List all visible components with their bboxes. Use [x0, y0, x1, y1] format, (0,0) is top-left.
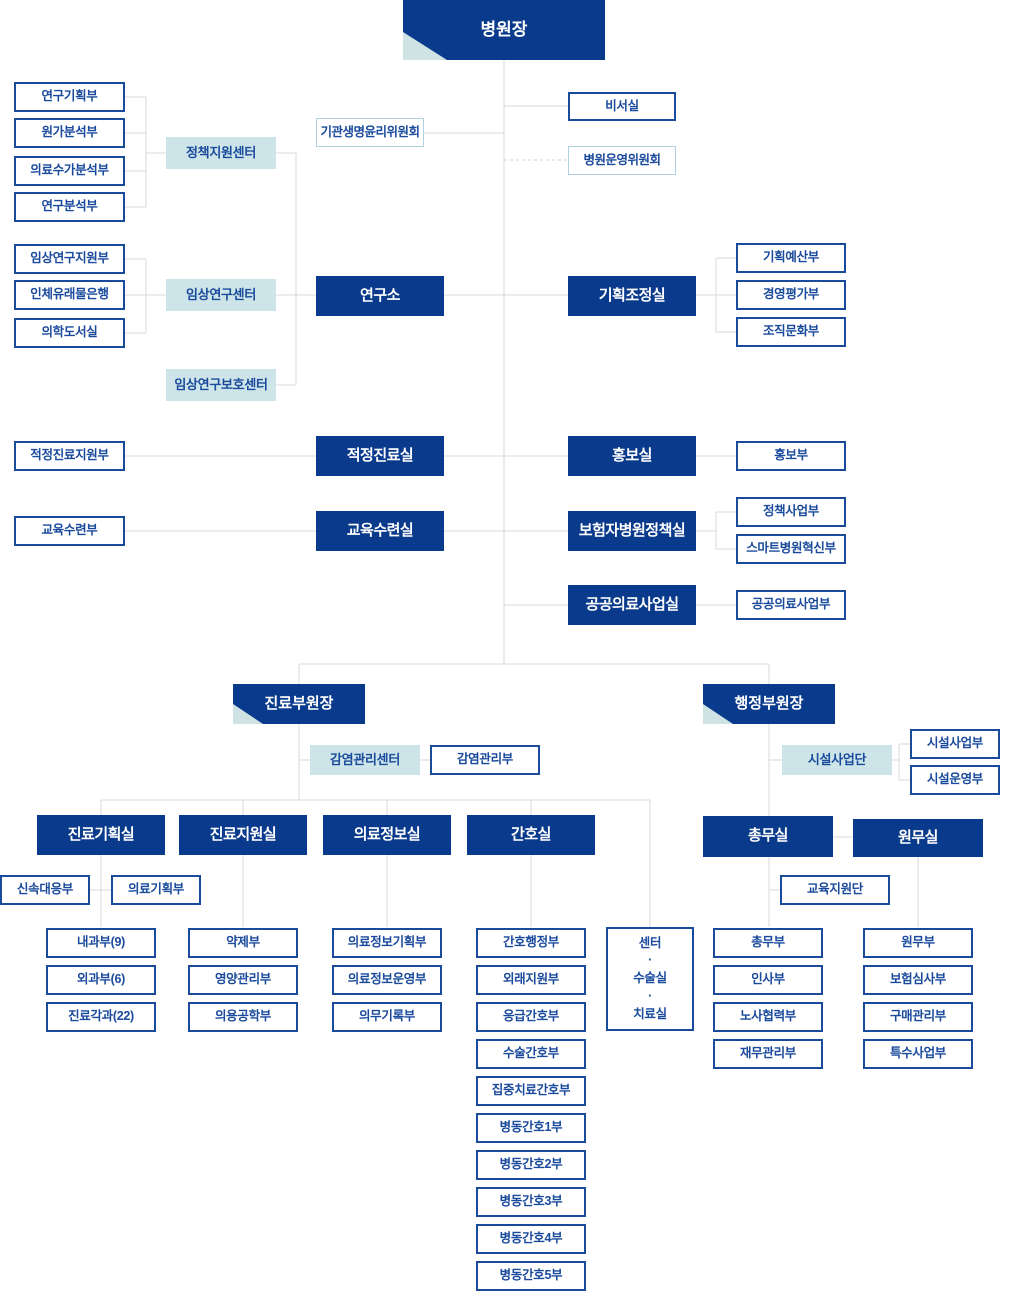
node-ward-nursing-2: 병동간호2부 — [476, 1150, 586, 1180]
node-general-affairs-office: 총무실 — [703, 816, 833, 857]
node-purchasing-mgmt: 구매관리부 — [863, 1002, 973, 1032]
node-appropriate-care-support: 적정진료지원부 — [14, 441, 125, 471]
node-facility-business: 시설사업부 — [910, 729, 1000, 759]
node-management-evaluation: 경영평가부 — [736, 280, 846, 310]
node-admission-office: 원무실 — [853, 819, 983, 857]
node-public-medical-dept: 공공의료사업부 — [736, 590, 846, 620]
node-planning-coordination-office: 기획조정실 — [568, 276, 696, 316]
node-biobank: 인체유래물은행 — [14, 280, 125, 310]
node-biomedical-engineering: 의용공학부 — [188, 1002, 298, 1032]
node-surgical-nursing: 수술간호부 — [476, 1039, 586, 1069]
node-ward-nursing-4: 병동간호4부 — [476, 1224, 586, 1254]
node-education-training-dept: 교육수련부 — [14, 516, 125, 546]
node-medical-planning-office: 진료기획실 — [37, 815, 165, 855]
node-infection-control-dept: 감염관리부 — [430, 745, 540, 775]
node-outpatient-support: 외래지원부 — [476, 965, 586, 995]
node-icu-nursing: 집중치료간호부 — [476, 1076, 586, 1106]
node-clinical-research-protection-center: 임상연구보호센터 — [166, 369, 276, 401]
node-insurer-hospital-policy-office: 보험자병원정책실 — [568, 511, 696, 551]
node-medical-info-planning: 의료정보기획부 — [332, 928, 442, 958]
tall-box-line: 수술실 — [633, 971, 667, 986]
node-facility-group: 시설사업단 — [782, 745, 892, 775]
node-insurance-review: 보험심사부 — [863, 965, 973, 995]
node-ward-nursing-3: 병동간호3부 — [476, 1187, 586, 1217]
node-ward-nursing-1: 병동간호1부 — [476, 1113, 586, 1143]
node-research-planning: 연구기획부 — [14, 82, 125, 112]
node-admission-dept: 원무부 — [863, 928, 973, 958]
node-policy-support-center: 정책지원센터 — [166, 137, 276, 169]
node-center-surgery-treatment: 센터 · 수술실 · 치료실 — [606, 927, 694, 1031]
node-medical-library: 의학도서실 — [14, 318, 125, 348]
node-clinical-research-support: 임상연구지원부 — [14, 244, 125, 274]
tall-box-separator: · — [648, 953, 652, 968]
node-pharmacy: 약제부 — [188, 928, 298, 958]
node-facility-operation: 시설운영부 — [910, 765, 1000, 795]
node-nursing-admin: 간호행정부 — [476, 928, 586, 958]
node-hospital-director: 병원장 — [403, 0, 605, 60]
node-pr-office: 홍보실 — [568, 436, 696, 476]
node-pr-dept: 홍보부 — [736, 441, 846, 471]
node-ward-nursing-5: 병동간호5부 — [476, 1261, 586, 1291]
node-policy-business: 정책사업부 — [736, 497, 846, 527]
node-clinical-depts: 진료각과(22) — [46, 1002, 156, 1032]
node-surgery: 외과부(6) — [46, 965, 156, 995]
tall-box-line: 센터 — [638, 935, 662, 950]
node-nursing-office: 간호실 — [467, 815, 595, 855]
node-research-institute: 연구소 — [316, 276, 444, 316]
node-org-culture: 조직문화부 — [736, 317, 846, 347]
node-medical-planning-dept: 의료기획부 — [111, 875, 201, 905]
node-admin-vice-president: 행정부원장 — [703, 684, 835, 724]
node-general-affairs-dept: 총무부 — [713, 928, 823, 958]
node-education-training-office: 교육수련실 — [316, 511, 444, 551]
node-emergency-nursing: 응급간호부 — [476, 1002, 586, 1032]
node-infection-control-center: 감염관리센터 — [310, 745, 420, 775]
node-research-analysis: 연구분석부 — [14, 192, 125, 222]
node-education-support-group: 교육지원단 — [780, 875, 890, 905]
node-irb-committee: 기관생명윤리위원회 — [316, 118, 424, 147]
node-medical-records: 의무기록부 — [332, 1002, 442, 1032]
node-operation-committee: 병원운영위원회 — [568, 146, 676, 175]
node-smart-hospital-innovation: 스마트병원혁신부 — [736, 534, 846, 564]
tall-box-line: 치료실 — [633, 1006, 667, 1021]
node-medical-vice-president: 진료부원장 — [233, 684, 365, 724]
node-planning-budget: 기획예산부 — [736, 243, 846, 273]
node-secretary-office: 비서실 — [568, 92, 676, 121]
tall-box-separator: · — [648, 988, 652, 1003]
node-nutrition: 영양관리부 — [188, 965, 298, 995]
node-finance-mgmt: 재무관리부 — [713, 1039, 823, 1069]
node-hr-dept: 인사부 — [713, 965, 823, 995]
node-medical-info-operation: 의료정보운영부 — [332, 965, 442, 995]
node-clinical-research-center: 임상연구센터 — [166, 279, 276, 311]
node-medical-info-office: 의료정보실 — [323, 815, 451, 855]
node-public-medical-office: 공공의료사업실 — [568, 585, 696, 625]
node-special-business: 특수사업부 — [863, 1039, 973, 1069]
node-medical-support-office: 진료지원실 — [179, 815, 307, 855]
node-appropriate-care-office: 적정진료실 — [316, 436, 444, 476]
node-medical-fee-analysis: 의료수가분석부 — [14, 156, 125, 186]
node-cost-analysis: 원가분석부 — [14, 118, 125, 148]
node-rapid-response: 신속대응부 — [0, 875, 90, 905]
node-internal-medicine: 내과부(9) — [46, 928, 156, 958]
node-labor-relations: 노사협력부 — [713, 1002, 823, 1032]
